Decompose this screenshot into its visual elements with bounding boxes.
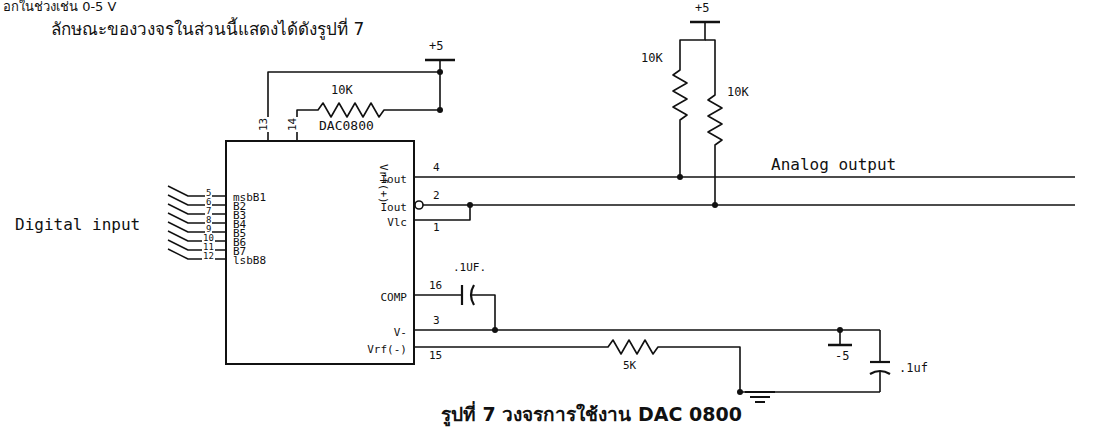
schematic-label: -5 — [834, 350, 850, 363]
schematic-label: Analog output — [770, 156, 897, 174]
pin-name: lsbB8 — [233, 255, 266, 266]
pin-name: Vrf(+) — [378, 164, 389, 204]
schematic-label: +5 — [428, 40, 444, 53]
input-wire — [168, 222, 225, 232]
schematic-label: 3 — [432, 315, 441, 327]
ic-chip: msbB1B2B3B4B5B6B7lsbB8IoutIoutVlcCOMPV-V… — [225, 140, 415, 365]
body-text: อกในช่วงเช่น 0-5 V — [2, 0, 117, 14]
schematic-label: DAC0800 — [318, 119, 375, 133]
schematic-label: 1 — [432, 222, 441, 234]
cap-wire — [470, 295, 495, 330]
schematic-label: 15 — [428, 350, 443, 362]
supply-wire — [439, 60, 441, 110]
input-wire — [168, 204, 225, 214]
junction-dot — [837, 327, 843, 333]
capacitor-symbol — [461, 285, 463, 305]
input-wire — [168, 213, 225, 223]
figure-caption: รูปที่ 7 วงจรการใช้งาน DAC 0800 — [440, 404, 743, 425]
pin13-wire — [268, 72, 440, 140]
ground-symbol — [745, 391, 775, 393]
schematic-label: 14 — [287, 117, 299, 132]
schematic-label: 10K — [330, 84, 354, 97]
resistor-symbol — [673, 22, 705, 177]
schematic-label: 10K — [726, 86, 750, 99]
pin-name: Vrf(-) — [367, 344, 407, 355]
junction-dot — [467, 202, 473, 208]
pin1-wire — [415, 205, 470, 220]
junction-dot — [737, 389, 743, 395]
schematic-label: .1uf — [898, 362, 929, 375]
resistor-symbol — [297, 103, 440, 140]
junction-dot — [492, 327, 498, 333]
ground-symbol — [750, 396, 770, 398]
input-wire — [168, 186, 225, 196]
inversion-bubble — [415, 201, 423, 209]
supply-bar — [828, 344, 852, 347]
junction-dot — [437, 107, 443, 113]
junction-dot — [437, 69, 443, 75]
ground-wire — [740, 391, 880, 393]
junction-dot — [712, 202, 718, 208]
schematic-label: 4 — [432, 162, 441, 174]
resistor-symbol — [415, 340, 740, 392]
pin-name: Vlc — [387, 217, 407, 228]
schematic-label: 12 — [202, 252, 215, 262]
schematic-label: 2 — [432, 190, 441, 202]
schematic-label: Digital input — [14, 216, 141, 234]
pin-name: V- — [394, 327, 407, 338]
ground-symbol — [755, 401, 765, 403]
negative-supply-wire — [415, 329, 880, 331]
cap-wire — [879, 330, 881, 362]
cap-wire — [879, 371, 881, 392]
schematic-label: 13 — [258, 117, 270, 132]
schematic-label: 5K — [622, 360, 637, 372]
output-wire — [423, 204, 1075, 206]
pin16-wire — [415, 294, 462, 296]
input-wire — [168, 195, 225, 205]
input-wire — [168, 231, 225, 241]
input-wire — [168, 240, 225, 250]
schematic-label: 10K — [640, 52, 664, 65]
pin-name: COMP — [381, 292, 408, 303]
resistor-symbol — [705, 40, 722, 205]
output-wire — [415, 176, 1075, 178]
body-text: ลักษณะของวงจรในส่วนนี้แสดงได้ดังรูปที่ 7 — [50, 20, 365, 39]
capacitor-symbol — [870, 361, 890, 363]
input-bus — [168, 186, 225, 259]
schematic-label: .1UF. — [452, 262, 487, 274]
junction-dot — [677, 174, 683, 180]
schematic-label: 16 — [428, 280, 443, 292]
schematic-label: +5 — [694, 2, 710, 15]
input-wire — [168, 249, 225, 259]
